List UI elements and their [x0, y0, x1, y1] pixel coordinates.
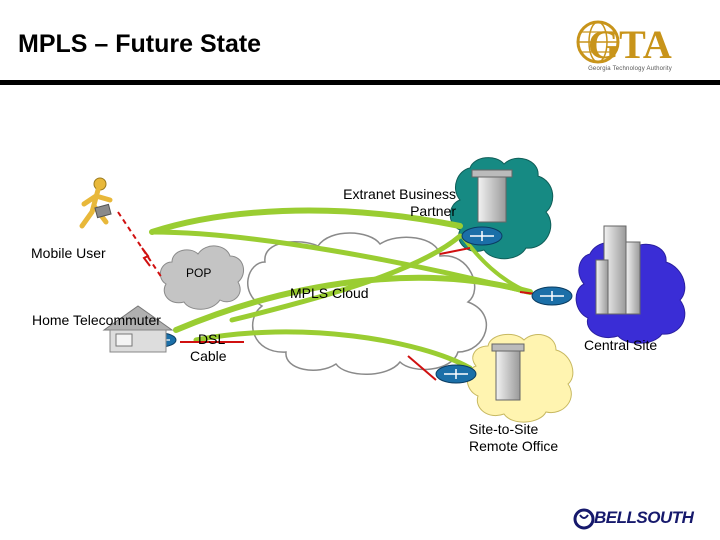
extranet-label: Extranet Business Partner	[343, 186, 456, 219]
access-links	[117, 211, 537, 381]
bellsouth-logo-text: BELLSOUTH	[594, 508, 694, 527]
lightning-icon	[141, 247, 151, 267]
dsl-label: DSL	[198, 331, 226, 347]
central-building-icon	[595, 225, 641, 315]
remote-router-icon	[435, 364, 477, 384]
home-icon	[102, 305, 174, 353]
title-divider	[0, 80, 720, 85]
bellsouth-logo	[573, 508, 595, 530]
remote-access-link	[407, 355, 437, 381]
slide-title: MPLS – Future State	[18, 30, 262, 58]
mpls-cloud-label: MPLS Cloud	[290, 285, 369, 301]
cable-label: Cable	[190, 348, 227, 364]
link-extranet-central	[460, 234, 530, 294]
central-site-label: Central Site	[584, 337, 658, 353]
home-telecommuter-label: Home Telecommuter	[32, 312, 161, 328]
mobile-user-icon	[79, 177, 113, 229]
mobile-dashed-link	[117, 211, 163, 279]
remote-office-label: Site-to-Site Remote Office	[469, 421, 559, 454]
router-icon	[461, 226, 503, 246]
mobile-user-label: Mobile User	[31, 245, 106, 261]
link-home-central	[173, 274, 533, 333]
mpls-cloud	[247, 232, 487, 375]
building-icon	[471, 169, 513, 223]
gta-logo-tagline: Georgia Technology Authority	[588, 66, 672, 72]
mpls-links	[149, 207, 533, 371]
link-home-remote	[193, 329, 473, 371]
central-router-icon	[531, 286, 573, 306]
gta-logo-letters: GTA	[588, 22, 672, 67]
pop-label: POP	[186, 266, 212, 280]
link-pop-extranet	[229, 233, 463, 323]
pop-cloud	[159, 245, 245, 310]
link-mobile-extranet	[149, 207, 463, 235]
remote-building-icon	[491, 343, 525, 401]
extranet-access-link	[439, 247, 471, 255]
gta-logo: GTA	[576, 20, 672, 67]
